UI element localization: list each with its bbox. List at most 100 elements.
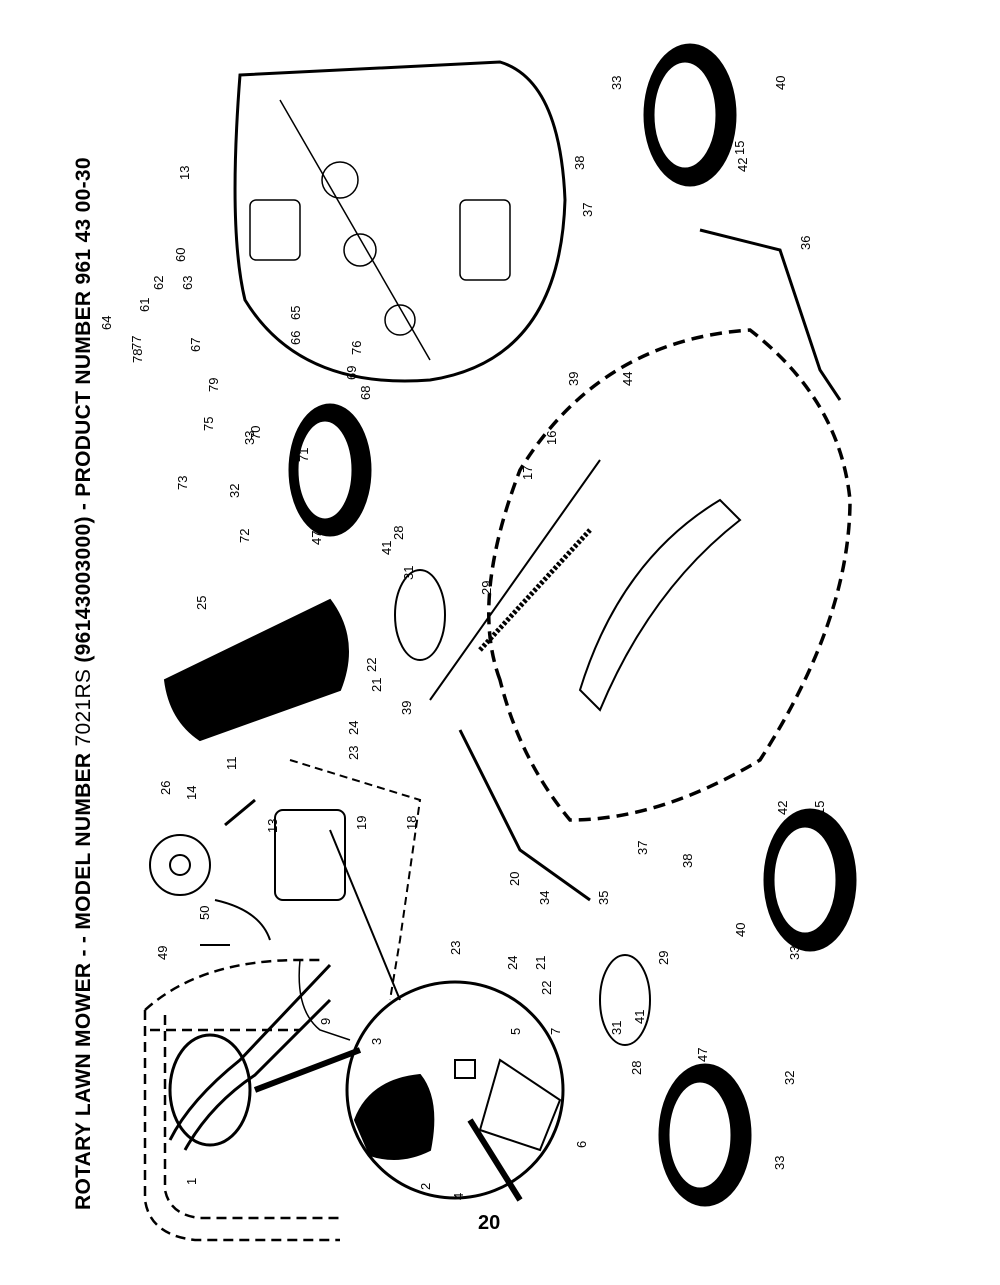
callout: 16 xyxy=(544,431,559,445)
hubcap-bottom xyxy=(599,954,651,1046)
callout: 70 xyxy=(248,426,263,440)
callout: 40 xyxy=(773,76,788,90)
callout: 73 xyxy=(175,476,190,490)
callout: 50 xyxy=(197,906,212,920)
gear-assembly xyxy=(249,99,511,361)
callout: 2 xyxy=(418,1183,433,1190)
rod-16 xyxy=(429,459,601,701)
callouts: 1 2 3 4 5 6 7 9 11 13 13 14 15 15 16 17 … xyxy=(99,76,827,1200)
callout: 42 xyxy=(735,158,750,172)
axle-frame xyxy=(289,759,422,1001)
callout: 22 xyxy=(539,981,554,995)
callout: 78 xyxy=(130,349,145,363)
shield-part xyxy=(353,1058,562,1202)
callout: 22 xyxy=(364,658,379,672)
front-axle xyxy=(699,228,842,401)
callout: 23 xyxy=(346,746,361,760)
callout: 69 xyxy=(344,366,359,380)
callout: 62 xyxy=(151,276,166,290)
callout: 39 xyxy=(566,372,581,386)
handle-knob xyxy=(168,1033,252,1147)
callout: 33 xyxy=(787,946,802,960)
callout: 14 xyxy=(184,786,199,800)
callout: 21 xyxy=(533,956,548,970)
callout: 49 xyxy=(155,946,170,960)
grass-bag xyxy=(163,598,349,742)
callout: 37 xyxy=(635,841,650,855)
callout: 13 xyxy=(177,166,192,180)
callout: 41 xyxy=(632,1010,647,1024)
callout: 65 xyxy=(288,306,303,320)
callout: 39 xyxy=(399,701,414,715)
wheel-bottom-left xyxy=(658,1063,752,1207)
spring-17 xyxy=(478,528,592,652)
callout: 29 xyxy=(656,951,671,965)
callout: 4 xyxy=(451,1193,466,1200)
connector-line xyxy=(253,1047,362,1093)
callout: 18 xyxy=(404,816,419,830)
callout: 61 xyxy=(137,298,152,312)
callout: 44 xyxy=(620,372,635,386)
hubcap-top xyxy=(394,569,446,661)
page-number: 20 xyxy=(478,1212,501,1234)
callout: 28 xyxy=(629,1061,644,1075)
callout: 77 xyxy=(129,336,144,350)
callout: 9 xyxy=(318,1018,333,1025)
callout: 36 xyxy=(798,236,813,250)
callout: 1 xyxy=(184,1178,199,1185)
callout: 3 xyxy=(369,1038,384,1045)
callout: 64 xyxy=(99,316,114,330)
mower-deck xyxy=(487,328,852,822)
inset-region-right xyxy=(233,60,567,383)
wheel-top-right xyxy=(288,403,372,537)
callout: 6 xyxy=(574,1141,589,1148)
callout: 75 xyxy=(201,417,216,431)
callout: 17 xyxy=(520,466,535,480)
callout: 33 xyxy=(609,76,624,90)
engine-assembly xyxy=(149,798,346,946)
callout: 47 xyxy=(309,531,324,545)
callout: 79 xyxy=(206,378,221,392)
wheel-bottom-right xyxy=(763,808,857,952)
callout: 33 xyxy=(772,1156,787,1170)
callout: 34 xyxy=(537,891,552,905)
wheel-far-right xyxy=(643,43,737,187)
callout: 5 xyxy=(508,1028,523,1035)
callout: 29 xyxy=(479,581,494,595)
callout: 13 xyxy=(265,819,280,833)
handle-bar xyxy=(168,963,332,1151)
callout: 35 xyxy=(596,891,611,905)
callout: 19 xyxy=(354,816,369,830)
callout: 33 xyxy=(242,431,257,445)
callout: 72 xyxy=(237,529,252,543)
callout: 15 xyxy=(732,141,747,155)
blade xyxy=(578,498,742,712)
handle-assembly xyxy=(143,958,340,1242)
callout: 31 xyxy=(609,1021,624,1035)
callout: 71 xyxy=(296,448,311,462)
height-adjust-rod xyxy=(458,729,591,902)
callout: 76 xyxy=(349,341,364,355)
callout: 24 xyxy=(505,956,520,970)
callout: 11 xyxy=(224,757,239,771)
callout: 24 xyxy=(346,721,361,735)
callout: 42 xyxy=(775,801,790,815)
callout: 66 xyxy=(288,331,303,345)
callout: 28 xyxy=(391,526,406,540)
callout: 60 xyxy=(173,248,188,262)
callout: 20 xyxy=(507,872,522,886)
callout: 25 xyxy=(194,596,209,610)
callout: 23 xyxy=(448,941,463,955)
callout: 37 xyxy=(580,203,595,217)
callout: 32 xyxy=(782,1071,797,1085)
callout: 38 xyxy=(572,156,587,170)
callout: 67 xyxy=(188,338,203,352)
callout: 47 xyxy=(695,1048,710,1062)
callout: 21 xyxy=(369,678,384,692)
callout: 38 xyxy=(680,854,695,868)
callout: 31 xyxy=(401,566,416,580)
callout: 7 xyxy=(548,1028,563,1035)
callout: 63 xyxy=(180,276,195,290)
callout: 32 xyxy=(227,484,242,498)
